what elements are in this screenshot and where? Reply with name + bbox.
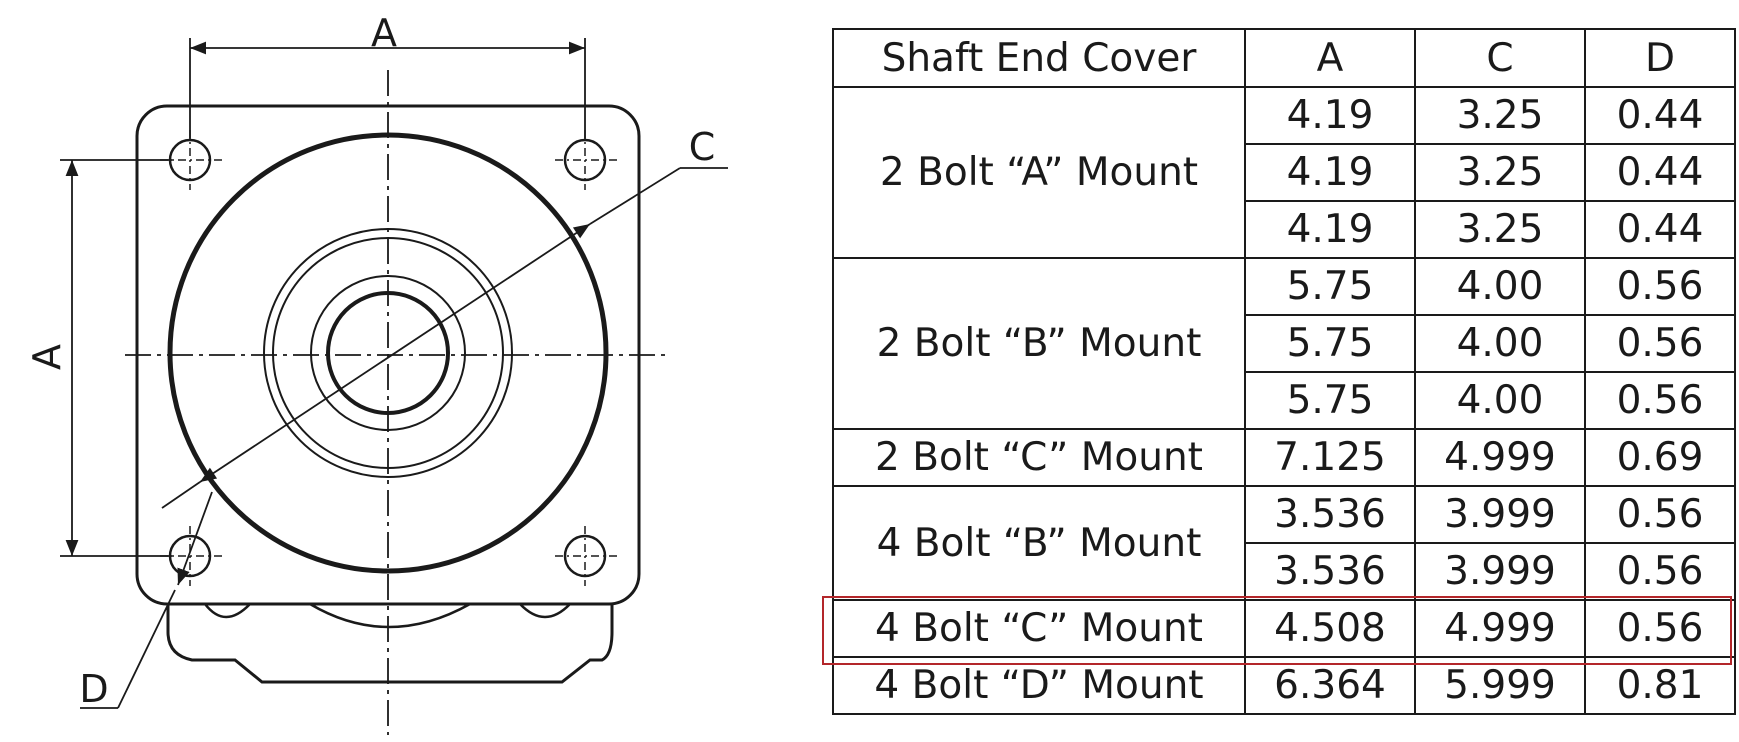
value-c: 3.999: [1414, 542, 1586, 601]
mount-dimensions-table: Shaft End Cover A C D 2 Bolt “A” Mount 4…: [832, 28, 1736, 715]
value-a: 5.75: [1244, 371, 1416, 430]
table-row: 4.19 3.25 0.44: [833, 200, 1736, 259]
value-a: 4.508: [1244, 599, 1416, 658]
table-header-row: Shaft End Cover A C D: [832, 28, 1736, 88]
header-shaft-end-cover: Shaft End Cover: [832, 28, 1246, 88]
table-row: 3.536 3.999 0.56: [833, 542, 1736, 601]
lower-boss-left: [204, 603, 251, 619]
value-c: 4.00: [1414, 371, 1586, 430]
value-a: 6.364: [1244, 656, 1416, 715]
mount-name: 4 Bolt “B” Mount: [832, 485, 1246, 601]
mount-name: 2 Bolt “B” Mount: [832, 257, 1246, 430]
mount-name: 4 Bolt “C” Mount: [832, 599, 1246, 658]
value-c: 4.999: [1414, 599, 1586, 658]
value-a: 3.536: [1244, 485, 1416, 544]
dimension-c: [161, 167, 728, 509]
lower-flange-outline: [166, 604, 614, 684]
value-c: 3.25: [1414, 86, 1586, 145]
value-d: 0.56: [1584, 599, 1736, 658]
value-d: 0.69: [1584, 428, 1736, 487]
value-d: 0.44: [1584, 86, 1736, 145]
mount-name: 2 Bolt “A” Mount: [832, 86, 1246, 259]
dimension-d: [80, 491, 213, 709]
shaft-end-cover-drawing: A A C D: [25, 11, 728, 735]
value-c: 4.999: [1414, 428, 1586, 487]
header-a: A: [1244, 28, 1416, 88]
value-c: 3.25: [1414, 143, 1586, 202]
shaft-bore: [326, 291, 450, 415]
value-d: 0.56: [1584, 485, 1736, 544]
value-c: 3.999: [1414, 485, 1586, 544]
label-c: C: [689, 125, 716, 169]
value-a: 4.19: [1244, 200, 1416, 259]
value-a: 4.19: [1244, 86, 1416, 145]
table-row: 2 Bolt “C” Mount 7.125 4.999 0.69: [832, 428, 1736, 487]
value-d: 0.56: [1584, 371, 1736, 430]
value-c: 4.00: [1414, 314, 1586, 373]
table-row-highlighted: 4 Bolt “C” Mount 4.508 4.999 0.56: [832, 599, 1736, 658]
value-d: 0.56: [1584, 542, 1736, 601]
value-a: 7.125: [1244, 428, 1416, 487]
value-c: 5.999: [1414, 656, 1586, 715]
header-c: C: [1414, 28, 1586, 88]
label-a-top: A: [371, 11, 397, 55]
header-d: D: [1584, 28, 1736, 88]
value-c: 4.00: [1414, 257, 1586, 316]
lower-body-curve: [309, 602, 471, 629]
value-d: 0.44: [1584, 143, 1736, 202]
value-d: 0.56: [1584, 314, 1736, 373]
lower-boss-right: [519, 603, 571, 619]
value-d: 0.56: [1584, 257, 1736, 316]
label-a-left: A: [25, 344, 69, 370]
value-a: 4.19: [1244, 143, 1416, 202]
value-a: 3.536: [1244, 542, 1416, 601]
table-row: 4 Bolt “D” Mount 6.364 5.999 0.81: [832, 656, 1736, 715]
label-d: D: [79, 667, 108, 711]
table-row: 2 Bolt “A” Mount 4.19 3.25 0.44: [832, 86, 1736, 259]
table-row: 4 Bolt “B” Mount 3.536 3.999 0.56: [832, 485, 1736, 601]
value-d: 0.81: [1584, 656, 1736, 715]
table-row: 2 Bolt “B” Mount 5.75 4.00 0.56: [832, 257, 1736, 430]
table-row: 4.19 3.25 0.44: [833, 143, 1736, 202]
value-a: 5.75: [1244, 314, 1416, 373]
mount-name: 2 Bolt “C” Mount: [832, 428, 1246, 487]
value-a: 5.75: [1244, 257, 1416, 316]
dimension-a-left: [60, 159, 172, 557]
centerlines: [125, 70, 665, 735]
value-c: 3.25: [1414, 200, 1586, 259]
table-row: 5.75 4.00 0.56: [833, 314, 1736, 373]
value-d: 0.44: [1584, 200, 1736, 259]
mount-name: 4 Bolt “D” Mount: [832, 656, 1246, 715]
dimension-a-top: [189, 38, 586, 140]
table-row: 5.75 4.00 0.56: [833, 371, 1736, 430]
